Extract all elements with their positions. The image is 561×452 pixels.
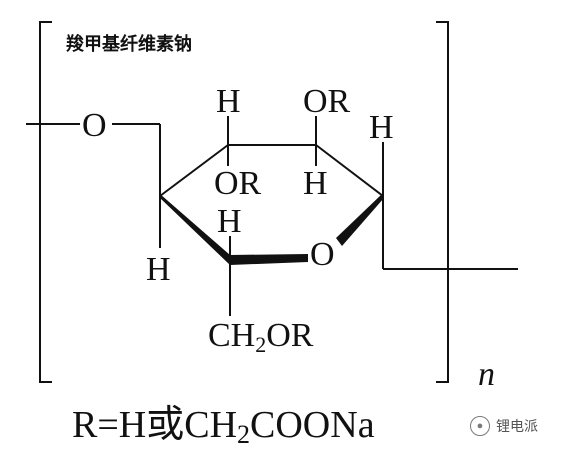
label-or-inner: OR	[214, 165, 262, 202]
left-bracket	[39, 21, 52, 383]
ring-c2-c1	[315, 144, 384, 197]
label-h-right: H	[369, 109, 394, 146]
ring-c4-c3	[159, 144, 229, 197]
label-or-top-right: OR	[303, 83, 351, 120]
ch2or-or: OR	[266, 317, 314, 354]
formula-prefix: R=H或CH	[72, 404, 237, 446]
label-h-inner: H	[303, 165, 328, 202]
ch2or-sub: 2	[255, 332, 266, 357]
compound-title: 羧甲基纤维素钠	[66, 33, 192, 54]
ch2or-ch: CH	[208, 317, 255, 354]
label-ch2or: CH2OR	[208, 317, 314, 357]
r-definition: R=H或CH2COONa	[72, 404, 375, 449]
right-bracket	[436, 21, 449, 383]
ring-c5-o-bold	[230, 254, 308, 265]
label-o-left: O	[82, 107, 107, 144]
label-o-ring: O	[310, 236, 335, 273]
ring-c4-c5-wedge	[160, 194, 230, 265]
wechat-icon: ●	[470, 416, 490, 436]
label-h-left: H	[146, 251, 171, 288]
label-n: n	[478, 356, 495, 393]
formula-suffix: COONa	[250, 404, 375, 446]
label-h-top-left: H	[216, 83, 241, 120]
watermark-text: 锂电派	[496, 418, 538, 434]
label-h-lower-inner: H	[217, 203, 242, 240]
formula-sub: 2	[237, 420, 250, 449]
ring-o-c1-wedge	[336, 194, 384, 246]
watermark: ● 锂电派	[470, 416, 538, 436]
